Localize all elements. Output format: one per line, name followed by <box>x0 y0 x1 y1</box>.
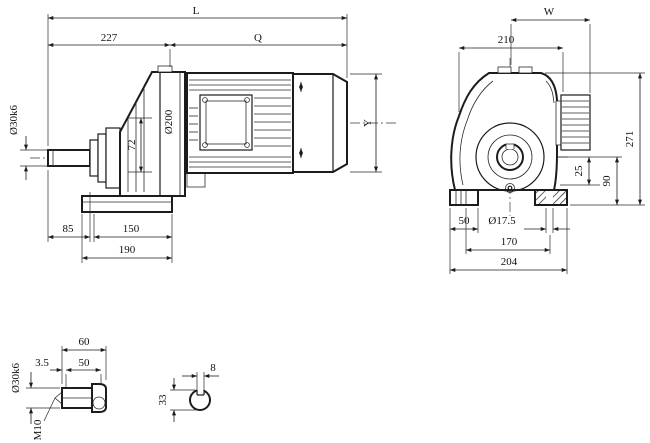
dim-label-271: 271 <box>624 131 636 148</box>
dim-label-150: 150 <box>123 223 140 235</box>
key-section-view: 8 33 <box>157 362 219 422</box>
dim-label-3-5: 3.5 <box>35 357 49 369</box>
shaft-key-end <box>91 383 107 413</box>
left-foot <box>449 189 479 206</box>
dim-label-flange-dia: Ø200 <box>163 109 175 134</box>
dim-label-72: 72 <box>126 140 138 151</box>
dim-label-85: 85 <box>63 223 75 235</box>
dim-label-thread: M10 <box>32 419 44 440</box>
motor-body <box>186 72 294 174</box>
dim-label-210: 210 <box>498 34 515 46</box>
dim-label-8: 8 <box>210 362 216 374</box>
gearbox-housing <box>81 65 206 213</box>
end-view: W 210 271 25 90 50 Ø17.5 <box>449 6 645 274</box>
dim-label-60: 60 <box>79 336 91 348</box>
dim-label-227: 227 <box>101 32 118 44</box>
adapter-lug <box>186 173 206 188</box>
drain-plug <box>505 183 515 193</box>
dim-label-33: 33 <box>157 394 169 406</box>
dim-label-hole-dia: Ø17.5 <box>488 215 516 227</box>
shaft-detail-view: M10 Ø30k6 60 50 3.5 <box>10 336 107 440</box>
gearbox-foot <box>81 195 173 213</box>
housing-tab <box>497 66 512 74</box>
dim-label-190: 190 <box>119 244 136 256</box>
housing-tab <box>518 66 533 74</box>
dim-label-Y: Y <box>362 119 374 127</box>
dim-label-170: 170 <box>501 236 518 248</box>
output-shaft <box>47 127 121 189</box>
front-view: L 227 Q Y Ø30k6 72 Ø200 <box>8 5 398 263</box>
dim-label-50-shaft: 50 <box>79 357 91 369</box>
dim-label-W: W <box>544 6 555 18</box>
dim-label-25: 25 <box>573 165 585 177</box>
dim-label-L: L <box>193 5 200 17</box>
dim-label-shaft-dia-detail: Ø30k6 <box>10 363 22 393</box>
dim-label-Q: Q <box>254 32 262 44</box>
motor-nameplate <box>199 94 253 151</box>
dim-label-204: 204 <box>501 256 518 268</box>
end-dimensions: W 210 271 25 90 50 Ø17.5 <box>449 6 645 274</box>
dim-label-50-side: 50 <box>459 215 471 227</box>
dim-label-shaft-dia-front: Ø30k6 <box>8 105 20 135</box>
lifting-lug <box>157 65 173 73</box>
end-housing <box>449 66 568 206</box>
motor-end-block <box>555 94 591 151</box>
fan-cover <box>292 73 348 173</box>
dim-label-90: 90 <box>601 175 613 187</box>
front-dimensions: L 227 Q Y Ø30k6 72 Ø200 <box>8 5 382 263</box>
